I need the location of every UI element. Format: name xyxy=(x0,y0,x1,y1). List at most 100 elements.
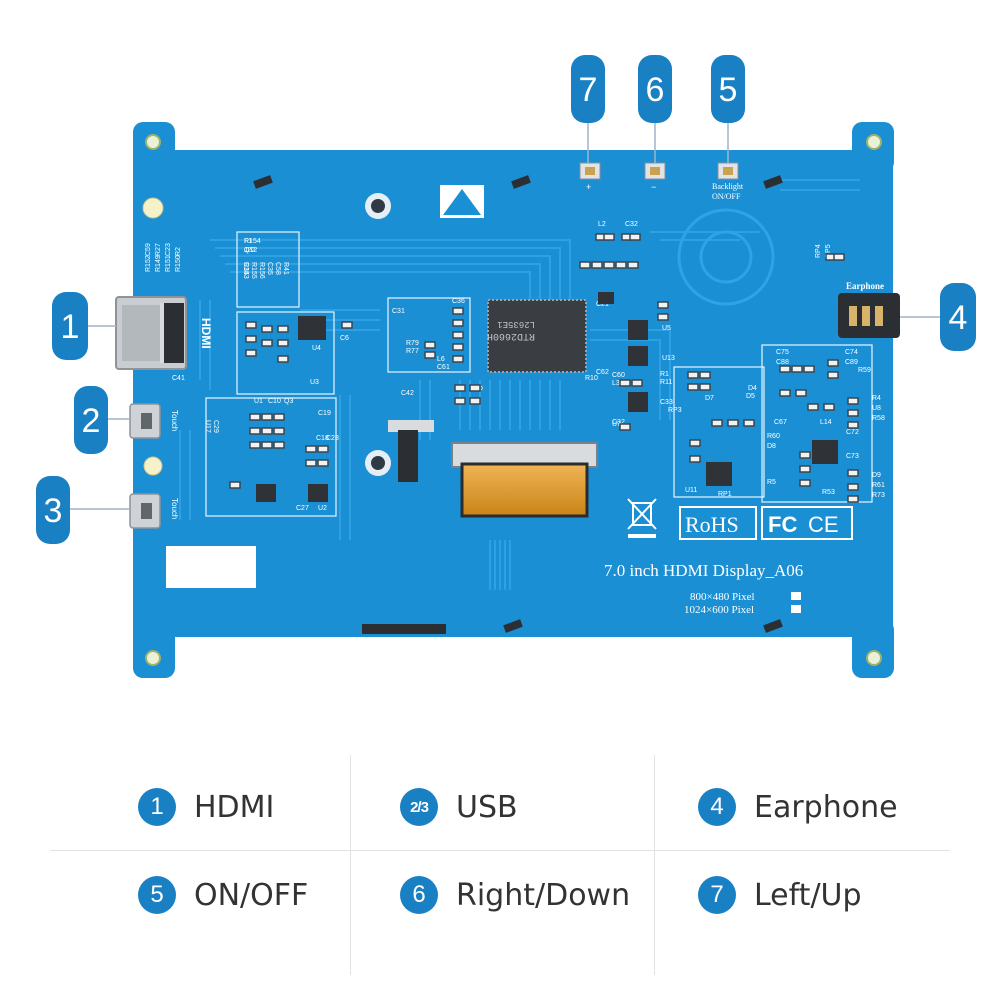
smd-component xyxy=(687,371,699,379)
smd-component xyxy=(727,419,739,427)
component-label: R2 xyxy=(175,247,182,256)
smd-component xyxy=(454,384,466,392)
callout-lines xyxy=(70,118,940,510)
button-right-down xyxy=(644,162,666,180)
component-label: C42 xyxy=(401,390,414,397)
smd-component xyxy=(629,233,641,241)
component-label: U13 xyxy=(662,355,675,362)
legend-number: 4 xyxy=(698,788,736,826)
backlight-silk-1: Backlight xyxy=(712,182,744,191)
screw-posts xyxy=(365,193,391,476)
smd-component xyxy=(619,423,631,431)
legend-item-hdmi: 1 HDMI xyxy=(138,777,274,837)
component-label: C89 xyxy=(845,359,858,366)
rohs-mark: RoHS xyxy=(679,506,757,540)
component-label: L6 xyxy=(437,356,445,363)
component-label: C58 xyxy=(274,262,281,275)
component-label: C23 xyxy=(165,243,172,256)
component-label: RP1 xyxy=(718,491,732,498)
component-label: D5 xyxy=(746,393,755,400)
legend-number: 6 xyxy=(400,876,438,914)
component-label: C28 xyxy=(326,435,339,442)
component-label: Q12 xyxy=(244,247,257,254)
esd-warning-icon xyxy=(440,185,484,218)
smd-component xyxy=(807,403,819,411)
component-label: R10 xyxy=(585,375,598,382)
smd-component xyxy=(795,389,807,397)
legend-item-left-up: 7 Left/Up xyxy=(698,865,862,925)
smd-component xyxy=(847,495,859,503)
callout-1: 1 xyxy=(52,292,88,360)
component-label: C29 xyxy=(212,420,219,433)
smd-component xyxy=(657,301,669,309)
smd-component xyxy=(711,419,723,427)
component-label: C32 xyxy=(612,419,625,426)
touch-silk-label: Touch xyxy=(170,410,179,431)
component-label: R152 xyxy=(145,255,152,272)
resolution-1024: 1024×600 Pixel xyxy=(684,604,754,616)
legend-divider-v2 xyxy=(654,755,655,975)
smd-component xyxy=(799,451,811,459)
component-label: U8 xyxy=(872,405,881,412)
callout-2: 2 xyxy=(74,386,108,454)
component-label: C72 xyxy=(846,429,859,436)
component-label: R4 xyxy=(872,395,881,402)
component-label: R155 xyxy=(250,262,257,279)
component-label: L2 xyxy=(598,221,606,228)
component-label: C19 xyxy=(318,410,331,417)
component-label: C73 xyxy=(846,453,859,460)
smd-component xyxy=(424,351,436,359)
smd-component xyxy=(469,397,481,405)
buzzer-outline xyxy=(677,208,775,306)
component-label: C32 xyxy=(625,221,638,228)
smd-component xyxy=(249,427,261,435)
component-label: C34 xyxy=(242,262,249,275)
legend-divider-h xyxy=(50,850,950,851)
component-label: C21 xyxy=(596,301,609,308)
usb-port-power xyxy=(129,493,161,529)
smd-component xyxy=(245,335,257,343)
smd-component xyxy=(452,319,464,327)
callout-3: 3 xyxy=(36,476,70,544)
component-label: U3 xyxy=(310,379,319,386)
smd-component xyxy=(273,413,285,421)
component-label: C67 xyxy=(774,419,787,426)
legend-item-on-off: 5 ON/OFF xyxy=(138,865,308,925)
legend-number: 5 xyxy=(138,876,176,914)
smd-component xyxy=(803,365,815,373)
component-label: RP5 xyxy=(825,244,832,258)
component-label: R1 xyxy=(660,371,669,378)
smd-component xyxy=(833,253,845,261)
mounting-ears xyxy=(133,122,894,678)
smd-component xyxy=(847,483,859,491)
button-backlight xyxy=(717,162,739,180)
smd-component xyxy=(452,307,464,315)
component-label: C62 xyxy=(596,369,609,376)
component-label: L3 xyxy=(612,380,620,387)
component-label: C88 xyxy=(776,359,789,366)
component-label: C35 xyxy=(266,262,273,275)
legend-divider-v1 xyxy=(350,755,351,975)
legend-label: Earphone xyxy=(754,789,898,825)
legend-label: HDMI xyxy=(194,789,275,825)
component-label: D4 xyxy=(748,385,757,392)
component-label: U7 xyxy=(612,421,621,428)
smd-component xyxy=(277,325,289,333)
smd-component xyxy=(615,261,627,269)
component-label: Q3 xyxy=(284,398,293,405)
component-label: RP4 xyxy=(815,244,822,258)
component-label: C75 xyxy=(776,349,789,356)
component-label: C59 xyxy=(145,243,152,256)
component-label: R5 xyxy=(767,479,776,486)
legend-item-earphone: 4 Earphone xyxy=(698,777,898,837)
component-label: R59 xyxy=(858,367,871,374)
smd-component xyxy=(699,371,711,379)
hdmi-port xyxy=(115,296,187,370)
component-label: U4 xyxy=(312,345,321,352)
smd-component xyxy=(847,469,859,477)
component-label: R58 xyxy=(872,415,885,422)
component-label: C41 xyxy=(172,375,185,382)
component-label: R11 xyxy=(660,379,672,386)
svg-text:2: 2 xyxy=(82,402,101,440)
earphone-jack xyxy=(838,293,900,338)
